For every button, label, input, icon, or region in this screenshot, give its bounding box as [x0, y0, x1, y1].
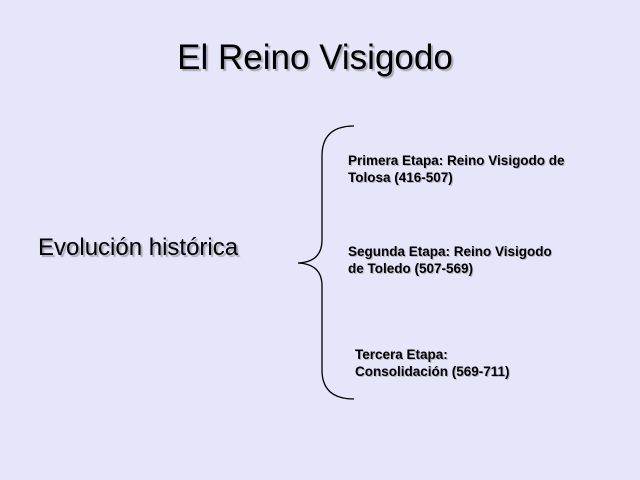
stage-segunda: Segunda Etapa: Reino Visigodo de Toledo … [348, 243, 552, 277]
topic-label: Evolución histórica [38, 234, 239, 261]
curly-brace [297, 125, 355, 400]
stage-segunda-line2: de Toledo (507-569) [348, 261, 474, 276]
stage-segunda-line1: Segunda Etapa: Reino Visigodo [348, 244, 552, 259]
stage-tercera: Tercera Etapa: Consolidación (569-711) [355, 346, 510, 380]
stage-tercera-line2: Consolidación (569-711) [355, 364, 510, 379]
stage-primera: Primera Etapa: Reino Visigodo de Tolosa … [348, 152, 565, 186]
stage-tercera-line1: Tercera Etapa: [355, 347, 448, 362]
slide-title: El Reino Visigodo [177, 38, 453, 77]
stage-primera-line1: Primera Etapa: Reino Visigodo de [348, 153, 565, 168]
stage-primera-line2: Tolosa (416-507) [348, 170, 453, 185]
